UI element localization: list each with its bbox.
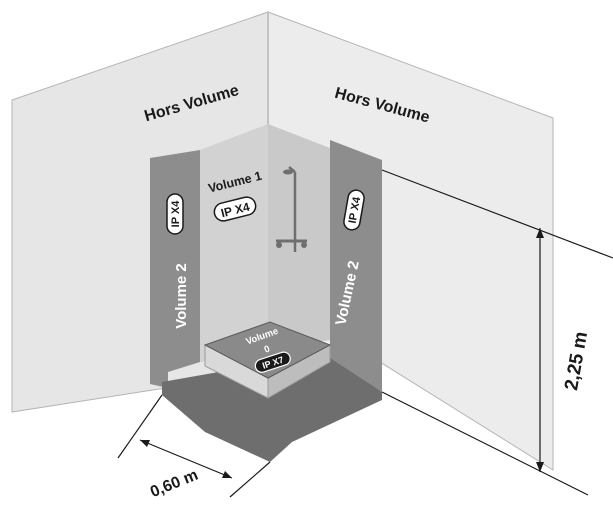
width-dimension-lines — [117, 394, 271, 498]
height-dimension-lines — [381, 169, 613, 496]
volume-1-zone-right — [268, 124, 330, 350]
volume-2-left-rating: IP X4 — [170, 200, 182, 228]
height-dimension-label: 2,25 m — [561, 330, 592, 392]
volume-0-number: 0 — [263, 344, 272, 356]
shower-tray-top — [203, 321, 332, 379]
volume-2-zone-right — [330, 140, 382, 392]
width-dimension-label: 0,60 m — [148, 467, 201, 501]
volume-2-right-badge: IP X4 — [343, 189, 365, 231]
shower-fixture — [276, 166, 307, 252]
volume-1-zone-left — [200, 124, 268, 362]
volume-2-zone-left — [150, 150, 200, 388]
volume-2-right-rating: IP X4 — [347, 195, 364, 224]
floor-volume-2 — [162, 358, 382, 462]
volume-2-left-label: Volume 2 — [173, 263, 190, 329]
volume-1-rating: IP X4 — [219, 200, 251, 221]
volume-2-left-badge: IP X4 — [166, 193, 184, 235]
volume-0-badge: IP X7 — [254, 351, 291, 373]
volume-1-badge: IP X4 — [213, 196, 257, 222]
